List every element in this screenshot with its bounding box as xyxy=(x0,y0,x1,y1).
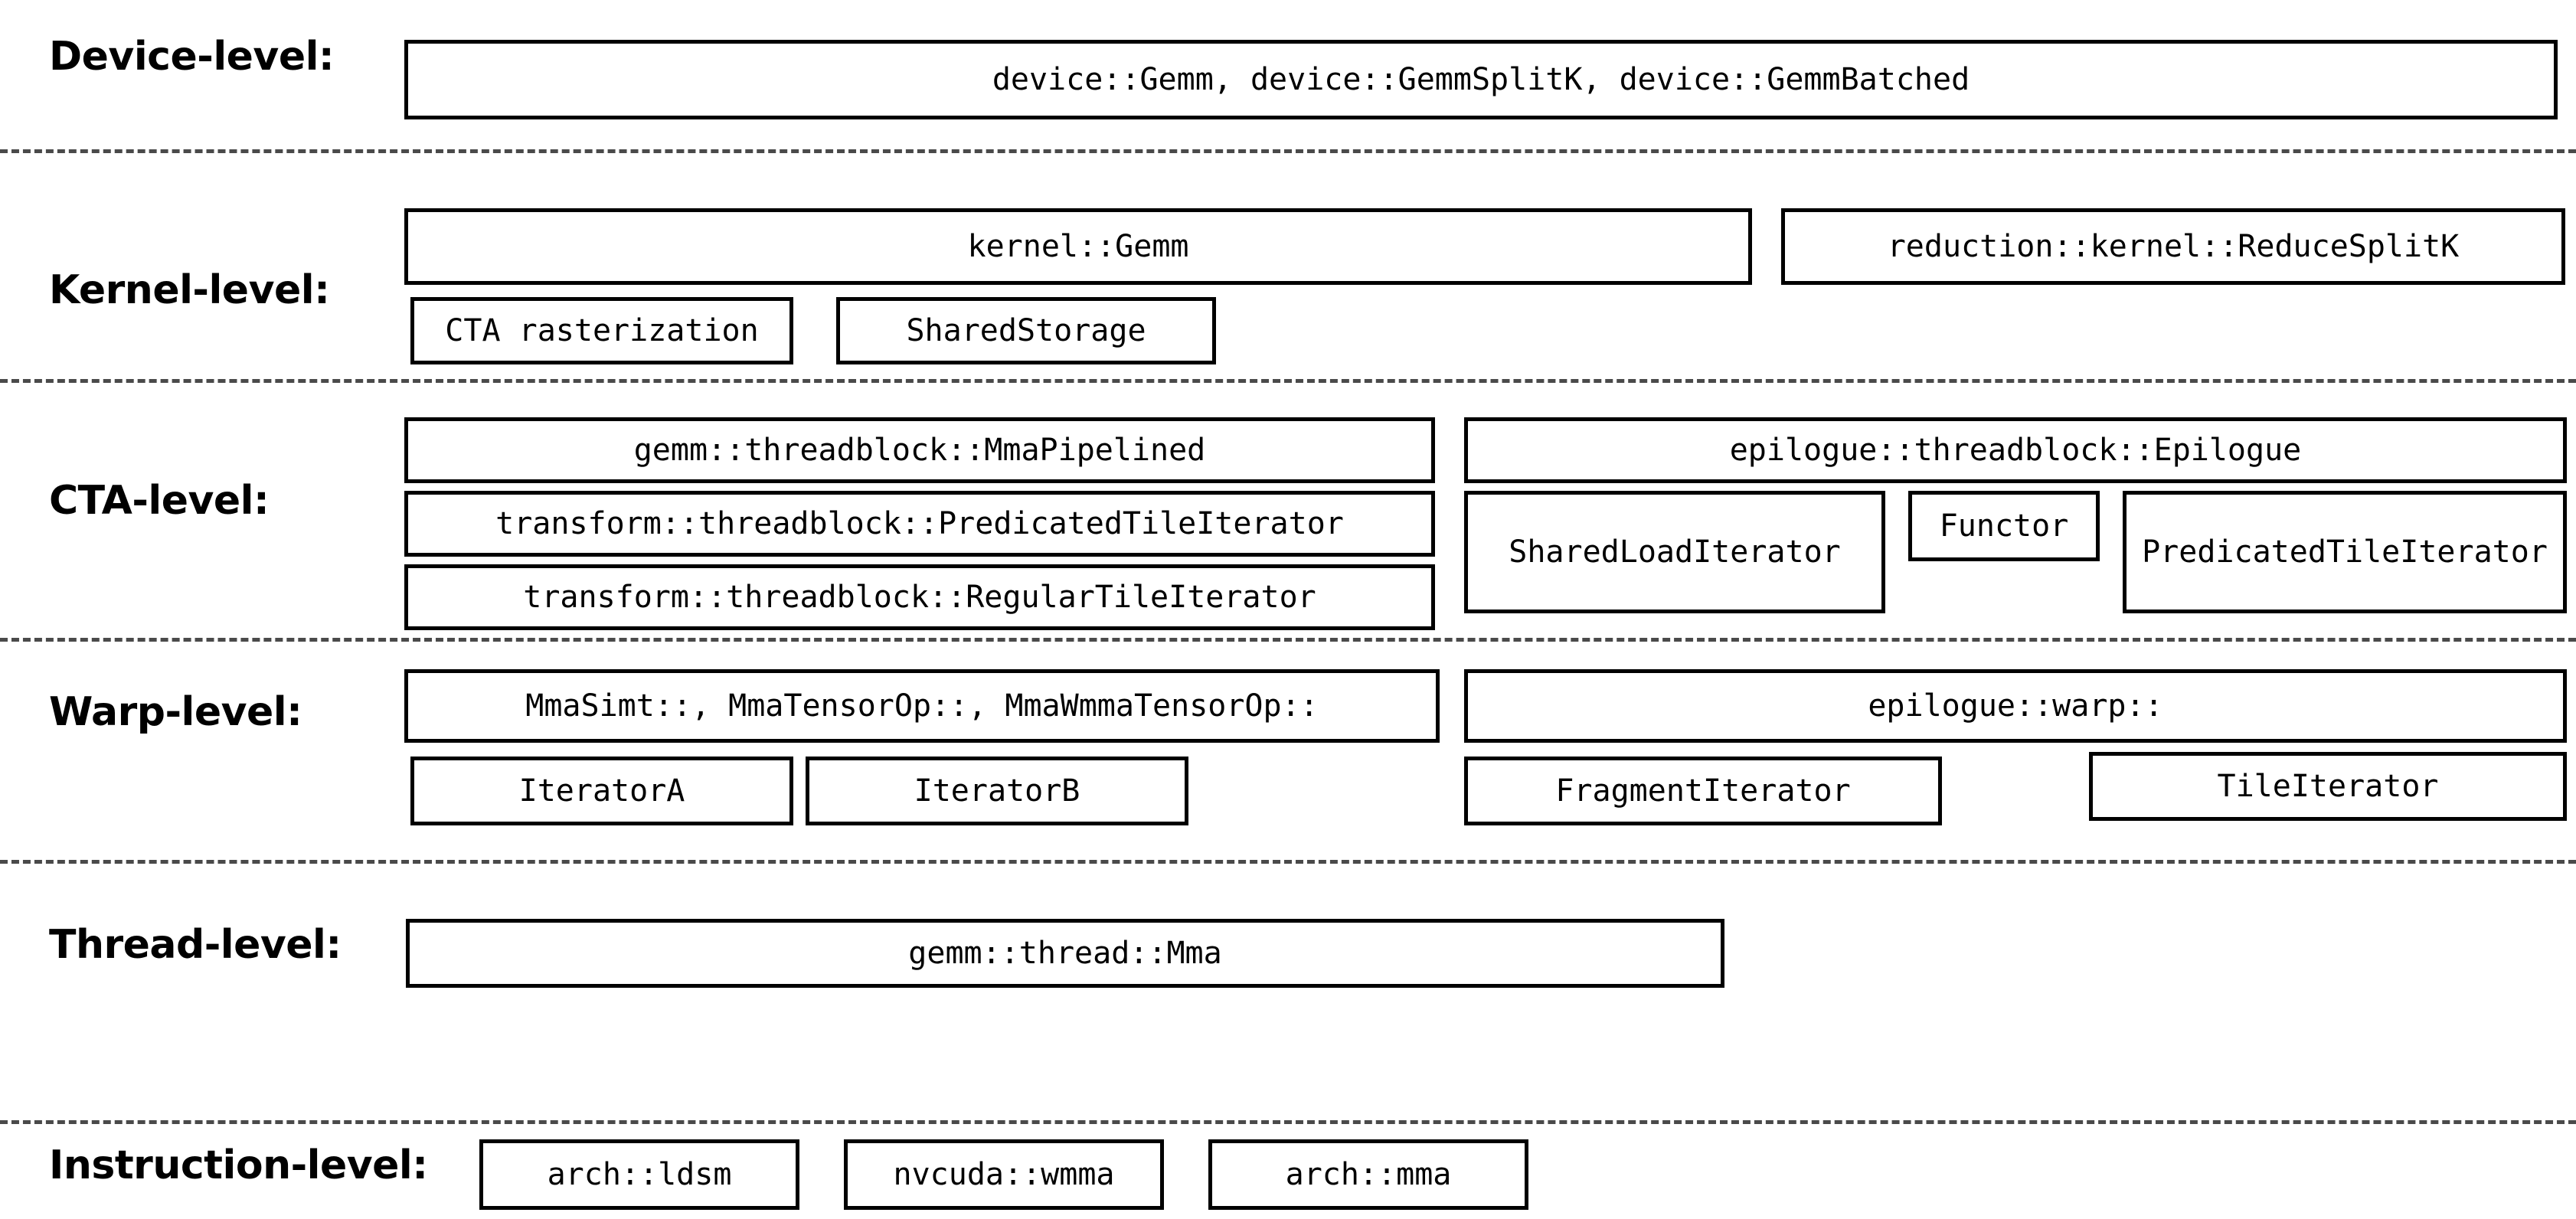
separator-warp-thread xyxy=(0,860,2576,864)
box-fragmentiterator[interactable]: FragmentIterator xyxy=(1464,757,1942,825)
box-predicatedtileiterator[interactable]: PredicatedTileIterator xyxy=(2123,491,2567,613)
box-sharedstorage[interactable]: SharedStorage xyxy=(836,297,1216,364)
box-sharedloaditerator[interactable]: SharedLoadIterator xyxy=(1464,491,1885,613)
band-label-cta: CTA-level: xyxy=(49,478,270,524)
box-mma-variants[interactable]: MmaSimt::, MmaTensorOp::, MmaWmmaTensorO… xyxy=(404,669,1440,743)
band-label-warp: Warp-level: xyxy=(49,689,302,735)
box-arch-mma[interactable]: arch::mma xyxy=(1208,1139,1528,1210)
box-cta-rasterization[interactable]: CTA rasterization xyxy=(410,297,793,364)
separator-device-kernel xyxy=(0,149,2576,153)
box-kernel-gemm[interactable]: kernel::Gemm xyxy=(404,208,1752,285)
separator-kernel-cta xyxy=(0,379,2576,383)
band-label-device: Device-level: xyxy=(49,34,335,80)
box-transform-threadblock-predicatedtileiterator[interactable]: transform::threadblock::PredicatedTileIt… xyxy=(404,491,1435,557)
band-label-instruction: Instruction-level: xyxy=(49,1142,428,1188)
box-transform-threadblock-regulartileiterator[interactable]: transform::threadblock::RegularTileItera… xyxy=(404,564,1435,630)
box-gemm-thread-mma[interactable]: gemm::thread::Mma xyxy=(406,919,1724,988)
band-label-thread: Thread-level: xyxy=(49,922,342,968)
box-arch-ldsm[interactable]: arch::ldsm xyxy=(479,1139,799,1210)
box-epilogue-warp[interactable]: epilogue::warp:: xyxy=(1464,669,2567,743)
box-device-gemm[interactable]: device::Gemm, device::GemmSplitK, device… xyxy=(404,40,2558,119)
box-gemm-threadblock-mmapipelined[interactable]: gemm::threadblock::MmaPipelined xyxy=(404,417,1435,483)
box-reduction-kernel-reducesplitk[interactable]: reduction::kernel::ReduceSplitK xyxy=(1781,208,2565,285)
box-epilogue-threadblock-epilogue[interactable]: epilogue::threadblock::Epilogue xyxy=(1464,417,2567,483)
box-tileiterator[interactable]: TileIterator xyxy=(2089,752,2567,821)
box-nvcuda-wmma[interactable]: nvcuda::wmma xyxy=(844,1139,1164,1210)
separator-cta-warp xyxy=(0,638,2576,642)
separator-thread-instruction xyxy=(0,1120,2576,1124)
band-label-kernel: Kernel-level: xyxy=(49,267,330,313)
box-iteratora[interactable]: IteratorA xyxy=(410,757,793,825)
box-functor[interactable]: Functor xyxy=(1908,491,2100,561)
box-iteratorb[interactable]: IteratorB xyxy=(806,757,1188,825)
